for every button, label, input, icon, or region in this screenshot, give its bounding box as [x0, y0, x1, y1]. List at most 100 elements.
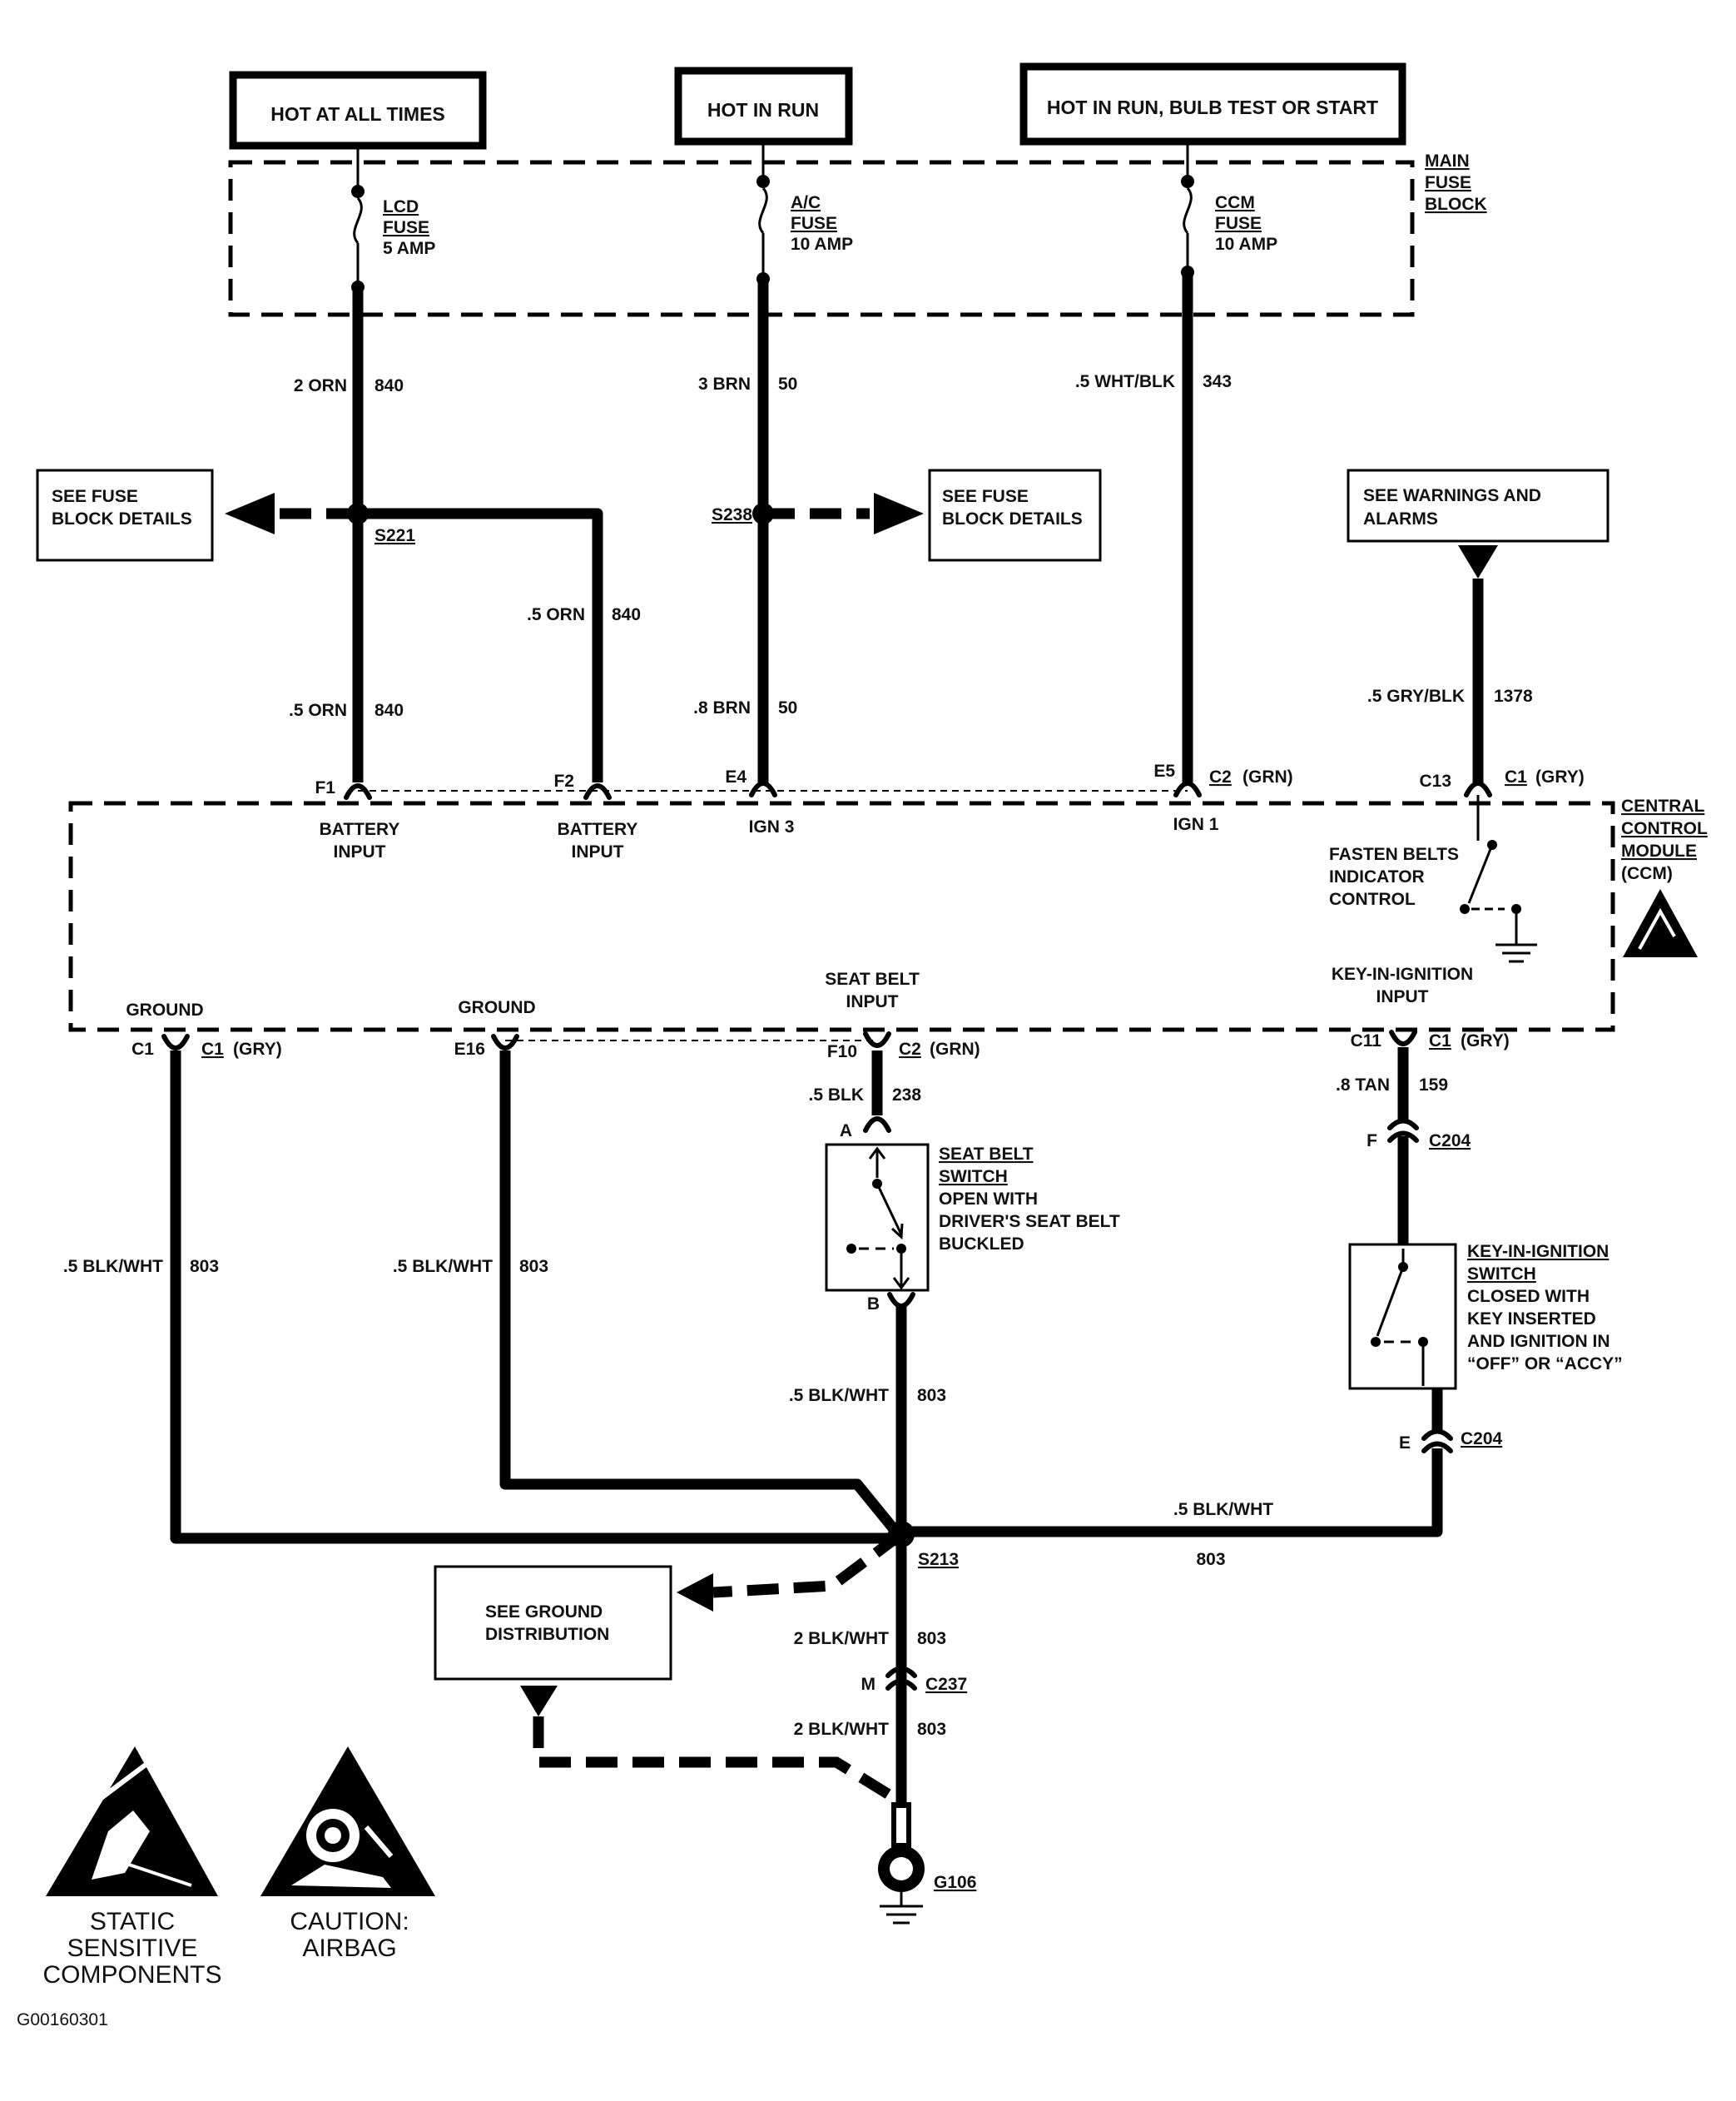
pin-label: A	[840, 1121, 852, 1140]
static-sensitive-icon	[1623, 889, 1698, 957]
ground-label: G106	[934, 1873, 976, 1892]
wire-803-right	[901, 1448, 1443, 1537]
switch-title: SEAT BELT	[939, 1145, 1034, 1164]
connector-color: (GRN)	[930, 1040, 980, 1059]
ac-fuse: A/C FUSE 10 AMP	[756, 142, 853, 286]
box-text: BLOCK DETAILS	[942, 509, 1083, 529]
pin-label: F2	[553, 772, 574, 791]
title-line: CENTRAL	[1621, 797, 1704, 816]
wire-label: .5 WHT/BLK	[1075, 372, 1175, 391]
footer-label: COMPONENTS	[42, 1961, 221, 1989]
input-label: INDICATOR	[1329, 867, 1425, 887]
splice-label: S221	[374, 526, 415, 545]
input-label: IGN 1	[1173, 815, 1219, 834]
source-label: HOT AT ALL TIMES	[270, 103, 445, 125]
switch-desc: DRIVER'S SEAT BELT	[939, 1212, 1120, 1231]
connector-color: (GRY)	[1461, 1031, 1510, 1050]
fasten-belts-indicator-control: FASTEN BELTS INDICATOR CONTROL	[1329, 795, 1537, 963]
wire-803-ground-e16	[499, 1050, 906, 1542]
input-label: GROUND	[126, 1001, 203, 1020]
fuse-label: FUSE	[383, 218, 429, 237]
wire-number: 50	[778, 698, 797, 718]
splice-s238	[752, 503, 774, 524]
box-text: SEE FUSE	[52, 487, 138, 506]
figure-id: G00160301	[17, 2010, 108, 2029]
connector-color: (GRY)	[1535, 767, 1585, 787]
label-line: BLOCK	[1425, 195, 1487, 214]
label-line: MAIN	[1425, 151, 1470, 171]
fuse-rating: 10 AMP	[791, 235, 853, 254]
wire-803-ground-c1	[170, 1050, 901, 1544]
wire-number: 803	[519, 1257, 548, 1276]
footer-label: CAUTION:	[290, 1908, 409, 1935]
switch-desc: BUCKLED	[939, 1234, 1024, 1254]
wire-label: .5 ORN	[527, 605, 585, 624]
switch-desc: “OFF” OR “ACCY”	[1467, 1354, 1623, 1373]
input-label: BATTERY	[320, 820, 400, 839]
connector-label: C237	[925, 1675, 967, 1694]
pin-label: B	[867, 1294, 880, 1314]
connector-label: C2	[899, 1040, 921, 1059]
wire-label: .5 BLK/WHT	[1173, 1500, 1273, 1519]
footer-label: AIRBAG	[302, 1935, 396, 1962]
wire-label: .8 TAN	[1336, 1075, 1390, 1095]
input-label: GROUND	[458, 998, 535, 1017]
ccm-fuse: CCM FUSE 10 AMP	[1181, 142, 1277, 279]
footer-label: STATIC	[90, 1908, 175, 1935]
ccm-outline	[68, 801, 1615, 1032]
wire-number: 803	[190, 1257, 219, 1276]
connector-label: C1	[1429, 1031, 1451, 1050]
switch-desc: CLOSED WITH	[1467, 1287, 1590, 1306]
footer-label: SENSITIVE	[67, 1935, 198, 1962]
wire-number: 840	[612, 605, 641, 624]
ccm-top-connectors: F1 F2 E4 E5 C2 (GRN) C13 C1 (GRY)	[315, 762, 1585, 800]
switch-desc: OPEN WITH	[939, 1190, 1038, 1209]
input-label: FASTEN BELTS	[1329, 845, 1459, 864]
wire-number: 1378	[1494, 687, 1533, 706]
arrow-left-icon	[677, 1573, 713, 1612]
pin-label: C13	[1419, 772, 1451, 791]
arrow-left-icon	[225, 493, 275, 534]
title-line: CONTROL	[1621, 819, 1708, 838]
wire-label: .5 ORN	[289, 701, 347, 720]
pin-label: C11	[1351, 1031, 1382, 1050]
title-line: MODULE	[1621, 842, 1697, 861]
input-label: INPUT	[846, 992, 899, 1011]
wire-number: 840	[374, 701, 404, 720]
fuse-label: FUSE	[1215, 214, 1262, 233]
switch-desc: AND IGNITION IN	[1467, 1332, 1610, 1351]
switch-title: SWITCH	[1467, 1264, 1536, 1284]
splice-label: S238	[712, 505, 752, 524]
source-label: HOT IN RUN, BULB TEST OR START	[1047, 97, 1378, 118]
switch-desc: KEY INSERTED	[1467, 1309, 1596, 1329]
wire-number: 840	[374, 376, 404, 395]
fuse-label: FUSE	[791, 214, 837, 233]
pin-label: E16	[454, 1040, 485, 1059]
splice-s221	[347, 503, 369, 524]
box-text: SEE FUSE	[942, 487, 1029, 506]
see-fuse-block-details-right: SEE FUSE BLOCK DETAILS	[928, 469, 1102, 562]
pin-label: E5	[1153, 762, 1175, 781]
input-label: BATTERY	[558, 820, 638, 839]
title-line: (CCM)	[1621, 864, 1673, 883]
see-fuse-block-details-left: SEE FUSE BLOCK DETAILS	[36, 469, 214, 562]
fuse-rating: 10 AMP	[1215, 235, 1277, 254]
wire-ground-distribution-bottom	[533, 1716, 905, 1807]
key-in-ignition-switch	[1348, 1243, 1457, 1390]
wire-number: 803	[1196, 1550, 1225, 1569]
source-hot-in-run-bulb-test: HOT IN RUN, BULB TEST OR START	[1019, 62, 1406, 146]
box-text: BLOCK DETAILS	[52, 509, 192, 529]
wire-number: 803	[917, 1386, 946, 1405]
source-label: HOT IN RUN	[707, 99, 819, 121]
wire-label: 2 ORN	[294, 376, 347, 395]
fuse-label: CCM	[1215, 193, 1255, 212]
pin-label: E4	[725, 767, 746, 787]
fuse-label: LCD	[383, 197, 419, 216]
static-sensitive-warning-icon	[46, 1746, 218, 1896]
wire-number: 159	[1419, 1075, 1448, 1095]
switch-title: KEY-IN-IGNITION	[1467, 1242, 1609, 1261]
source-hot-in-run: HOT IN RUN	[674, 67, 853, 146]
ccm-bottom-connectors: C1 C1 (GRY) E16 F10 C2 (GRN) C11 C1 (GRY…	[131, 1030, 1510, 1061]
box-text: SEE GROUND	[485, 1602, 603, 1622]
pin-label: F10	[827, 1042, 857, 1061]
